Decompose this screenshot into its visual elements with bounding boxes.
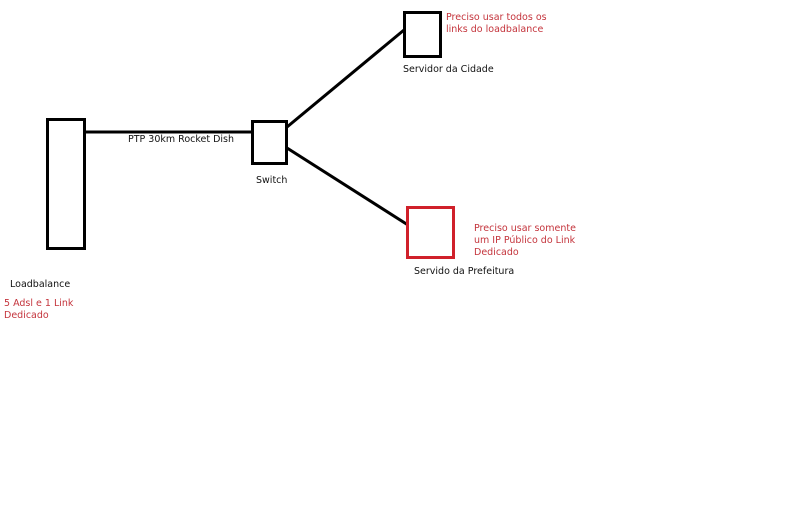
loadbalance-note: 5 Adsl e 1 Link Dedicado — [4, 298, 73, 322]
switch-label: Switch — [256, 175, 288, 186]
note-line: links do loadbalance — [446, 24, 544, 35]
note-line: Preciso usar todos os — [446, 12, 547, 23]
note-line: 5 Adsl e 1 Link — [4, 298, 74, 309]
note-line: Dedicado — [4, 310, 49, 321]
switch-to-cidade-line — [286, 28, 405, 129]
ptp-link-label: PTP 30km Rocket Dish — [128, 134, 235, 145]
loadbalance-label: Loadbalance — [10, 279, 71, 290]
switch-to-prefeitura-line — [286, 146, 409, 227]
servidor-cidade-label: Servidor da Cidade — [403, 64, 494, 75]
note-line: Preciso usar somente — [474, 223, 576, 234]
servidor-prefeitura-label: Servido da Prefeitura — [414, 266, 515, 277]
note-line: Dedicado — [474, 247, 519, 258]
servidor-prefeitura-note: Preciso usar somente um IP Público do Li… — [474, 223, 576, 259]
servidor-cidade-box — [403, 11, 442, 58]
servidor-cidade-note: Preciso usar todos os links do loadbalan… — [446, 12, 547, 36]
note-line: um IP Público do Link — [474, 235, 576, 246]
servidor-prefeitura-box — [406, 206, 455, 259]
loadbalance-box — [46, 118, 86, 250]
switch-box — [251, 120, 288, 165]
